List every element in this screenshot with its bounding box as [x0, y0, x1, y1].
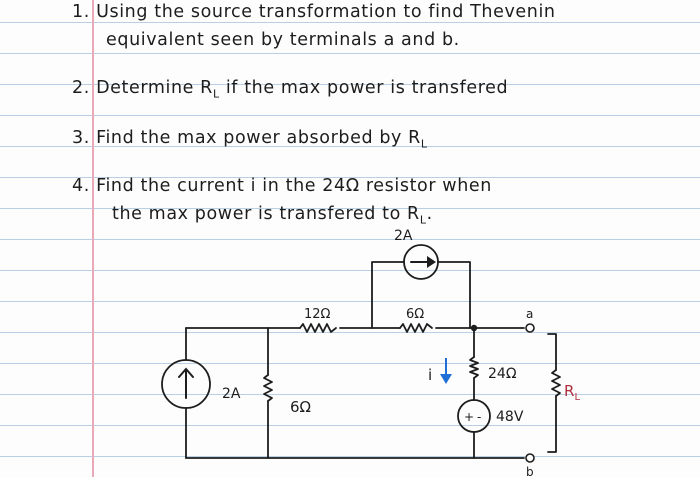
problem-1-line-2: equivalent seen by terminals a and b.: [106, 30, 460, 50]
load-resistor-label: RL: [564, 382, 580, 403]
problem-1-number: 1.: [72, 2, 90, 22]
resistor-6-shunt-label: 6Ω: [290, 398, 311, 416]
top-source-arrowhead-icon: [427, 256, 436, 268]
left-source-arrow-icon: [178, 367, 194, 399]
load-label-subscript: L: [574, 392, 580, 403]
problem-2: 2. Determine RL if the max power is tran…: [72, 78, 508, 101]
junction-node: [470, 324, 478, 332]
resistor-24-zigzag: [469, 356, 479, 379]
problem-2-text-after: if the max power is transfered: [219, 78, 509, 98]
current-label: i: [428, 366, 432, 384]
bypass-wire-left: [371, 261, 405, 329]
load-resistor-zigzag: [551, 369, 561, 397]
resistor-6-top-zigzag: [399, 323, 433, 333]
resistor-6-top-label: 6Ω: [406, 307, 424, 322]
problem-4-line-2-text: the max power is transfered to R: [112, 204, 420, 224]
voltage-plus-sign: +: [464, 410, 474, 424]
problem-4-number: 4.: [72, 176, 90, 196]
problem-4-line-2-end: .: [426, 204, 433, 224]
voltage-minus-sign: -: [477, 410, 481, 424]
terminal-a-label: a: [526, 307, 533, 321]
terminal-b-node: [525, 453, 535, 463]
voltage-source-label: 48V: [496, 409, 524, 425]
problem-4-line-1: 4. Find the current i in the 24Ω resisto…: [72, 176, 492, 196]
problem-4-line-2-subscript: L: [419, 213, 427, 227]
problem-2-subscript: L: [212, 87, 220, 101]
bypass-wire-right: [437, 261, 471, 329]
problem-4-text: Find the current i in the 24Ω resistor w…: [96, 176, 492, 196]
problem-1-text: Using the source transformation to find …: [96, 2, 556, 22]
problem-2-text-before: Determine R: [96, 78, 213, 98]
resistor-24-label: 24Ω: [488, 366, 517, 382]
load-wire-bottom: [547, 395, 557, 453]
terminal-b-label: b: [526, 465, 534, 477]
top-source-circle: [403, 244, 439, 280]
problem-3-subscript: L: [420, 137, 428, 151]
load-wire-top: [547, 333, 557, 371]
left-source-circle: [161, 359, 211, 409]
problem-4-line-2: the max power is transfered to RL.: [112, 204, 433, 227]
terminal-a-node: [525, 323, 535, 333]
load-label-main: R: [564, 382, 574, 400]
problem-3-text: Find the max power absorbed by R: [96, 128, 421, 148]
resistor-12-label: 12Ω: [304, 307, 331, 322]
problem-3: 3. Find the max power absorbed by RL: [72, 128, 428, 151]
resistor-6-shunt-zigzag: [263, 374, 273, 402]
current-arrowhead-icon: [440, 374, 452, 384]
problem-1-line-1: 1. Using the source transformation to fi…: [72, 2, 556, 22]
problem-3-number: 3.: [72, 128, 90, 148]
problem-2-number: 2.: [72, 78, 90, 98]
left-source-label: 2A: [222, 386, 241, 402]
resistor-12-zigzag: [299, 323, 337, 333]
top-source-label: 2A: [394, 228, 413, 244]
